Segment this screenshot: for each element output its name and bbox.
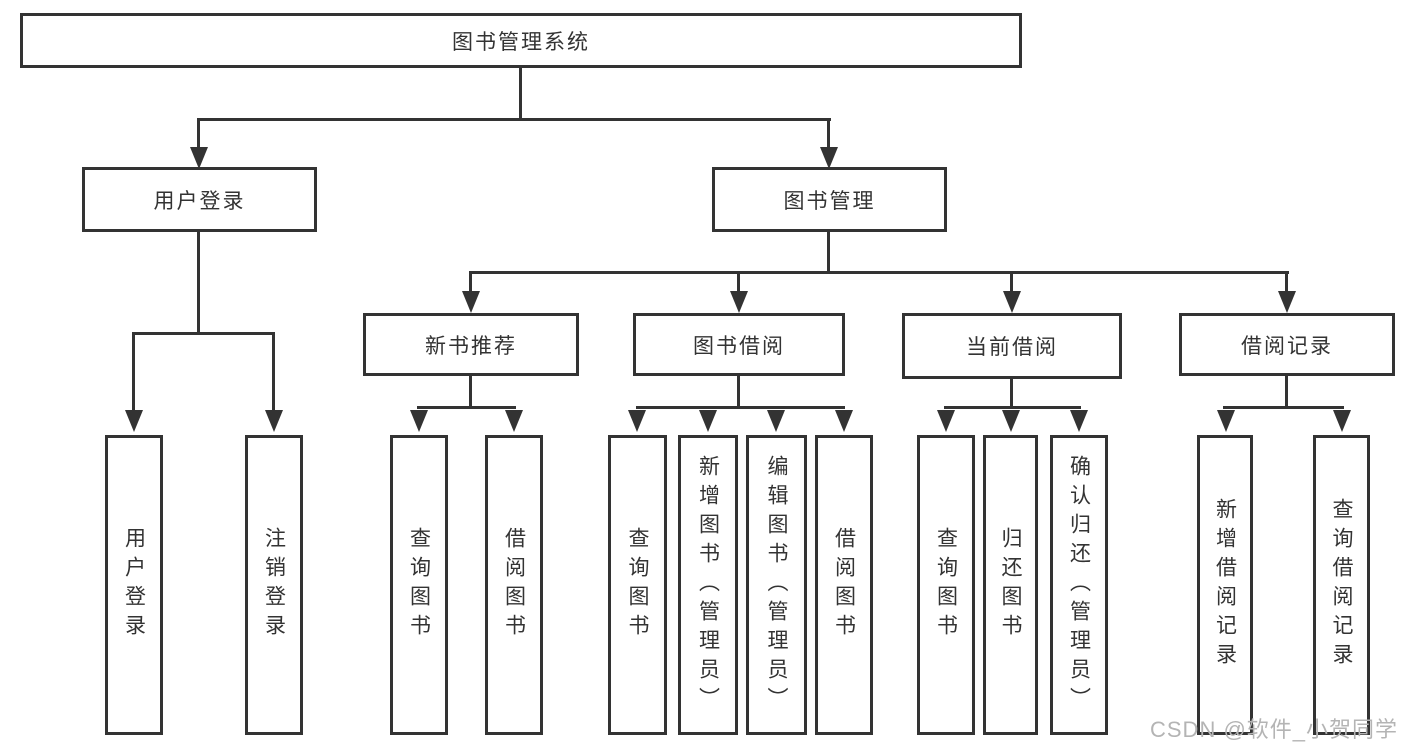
node-book-borrow-label: 图书借阅 xyxy=(693,334,785,358)
leaf-query-borrow-record-label: 查询借阅记录 xyxy=(1330,498,1353,672)
arrow-down-icon xyxy=(265,410,283,432)
leaf-query-books-recommend: 查询图书 xyxy=(390,435,448,735)
connector-line xyxy=(827,231,830,273)
leaf-logout: 注销登录 xyxy=(245,435,303,735)
connector-line xyxy=(737,271,740,293)
leaf-borrow-books: 借阅图书 xyxy=(815,435,873,735)
leaf-query-borrow-record: 查询借阅记录 xyxy=(1313,435,1370,735)
connector-line xyxy=(197,118,831,121)
arrow-down-icon xyxy=(937,410,955,432)
leaf-return-books-label: 归还图书 xyxy=(999,527,1022,643)
connector-line xyxy=(469,375,472,408)
leaf-query-books-borrow-label: 查询图书 xyxy=(626,527,649,643)
leaf-logout-label: 注销登录 xyxy=(262,527,286,643)
connector-line xyxy=(1285,375,1288,408)
arrow-down-icon xyxy=(628,410,646,432)
node-current-borrow: 当前借阅 xyxy=(902,313,1122,379)
leaf-query-books-current-label: 查询图书 xyxy=(934,527,958,643)
connector-line xyxy=(737,375,740,408)
leaf-query-books-borrow: 查询图书 xyxy=(608,435,667,735)
leaf-query-books-current: 查询图书 xyxy=(917,435,975,735)
connector-line xyxy=(636,406,845,409)
leaf-borrow-books-recommend: 借阅图书 xyxy=(485,435,543,735)
node-root-label: 图书管理系统 xyxy=(452,30,590,54)
connector-line xyxy=(944,406,1081,409)
arrow-down-icon xyxy=(699,410,717,432)
arrow-down-icon xyxy=(410,410,428,432)
leaf-return-books: 归还图书 xyxy=(983,435,1038,735)
arrow-down-icon xyxy=(820,147,838,169)
node-current-borrow-label: 当前借阅 xyxy=(966,336,1058,359)
leaf-user-login-label: 用户登录 xyxy=(122,527,146,643)
node-book-management-label: 图书管理 xyxy=(783,189,876,213)
leaf-confirm-return-admin: 确认归还（管理员） xyxy=(1050,435,1108,735)
arrow-down-icon xyxy=(1003,291,1021,313)
connector-line xyxy=(272,332,275,412)
connector-line xyxy=(469,271,472,293)
leaf-query-books-recommend-label: 查询图书 xyxy=(407,527,431,643)
arrow-down-icon xyxy=(1278,291,1296,313)
connector-line xyxy=(1010,271,1013,293)
connector-line xyxy=(132,332,275,335)
connector-line xyxy=(469,271,1289,274)
arrow-down-icon xyxy=(1002,410,1020,432)
leaf-edit-books-admin-label: 编辑图书（管理员） xyxy=(765,454,788,716)
node-borrow-records-label: 借阅记录 xyxy=(1241,334,1333,358)
arrow-down-icon xyxy=(730,291,748,313)
connector-line xyxy=(1010,378,1013,408)
leaf-confirm-return-admin-label: 确认归还（管理员） xyxy=(1067,454,1091,716)
arrow-down-icon xyxy=(125,410,143,432)
node-user-login: 用户登录 xyxy=(82,167,317,232)
connector-line xyxy=(1285,271,1288,293)
leaf-borrow-books-recommend-label: 借阅图书 xyxy=(502,527,526,643)
connector-line xyxy=(132,332,135,412)
leaf-borrow-books-label: 借阅图书 xyxy=(832,527,856,643)
node-book-management: 图书管理 xyxy=(712,167,947,232)
leaf-add-books-admin: 新增图书（管理员） xyxy=(678,435,738,735)
watermark: CSDN @软件_小贺同学 xyxy=(1150,717,1399,742)
arrow-down-icon xyxy=(1070,410,1088,432)
leaf-add-borrow-record: 新增借阅记录 xyxy=(1197,435,1253,735)
connector-line xyxy=(519,66,522,120)
arrow-down-icon xyxy=(1217,410,1235,432)
node-borrow-records: 借阅记录 xyxy=(1179,313,1395,376)
arrow-down-icon xyxy=(190,147,208,169)
leaf-add-books-admin-label: 新增图书（管理员） xyxy=(696,454,720,716)
connector-line xyxy=(417,406,516,409)
arrow-down-icon xyxy=(1333,410,1351,432)
node-new-book-recommend: 新书推荐 xyxy=(363,313,579,376)
leaf-edit-books-admin: 编辑图书（管理员） xyxy=(746,435,807,735)
connector-line xyxy=(197,118,200,150)
node-user-login-label: 用户登录 xyxy=(153,189,246,213)
arrow-down-icon xyxy=(767,410,785,432)
leaf-add-borrow-record-label: 新增借阅记录 xyxy=(1213,498,1237,672)
arrow-down-icon xyxy=(835,410,853,432)
node-new-book-recommend-label: 新书推荐 xyxy=(425,334,517,358)
node-book-borrow: 图书借阅 xyxy=(633,313,845,376)
connector-line xyxy=(827,118,830,150)
leaf-user-login: 用户登录 xyxy=(105,435,163,735)
arrow-down-icon xyxy=(462,291,480,313)
connector-line xyxy=(1223,406,1344,409)
node-root: 图书管理系统 xyxy=(20,13,1022,68)
arrow-down-icon xyxy=(505,410,523,432)
connector-line xyxy=(197,231,200,334)
